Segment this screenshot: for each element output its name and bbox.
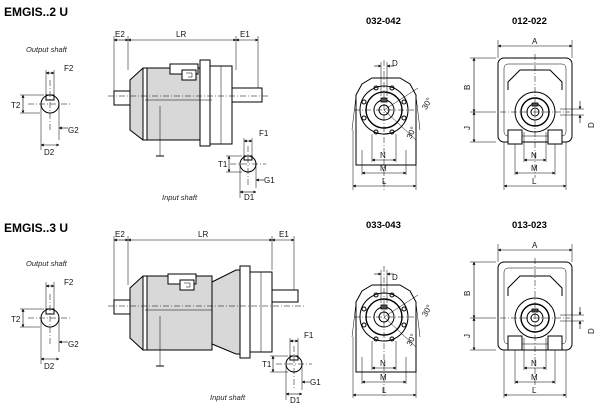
row-2-output-shaft-caption: Output shaft	[26, 259, 68, 268]
row-2-view-a-code: 033-043	[366, 220, 401, 231]
row-1-view-b-code: 012-022	[512, 16, 547, 27]
row-2-view-b-code: 013-023	[512, 220, 547, 231]
row-2-view-b-n-label: N	[531, 359, 537, 368]
row-1-f1-label: F1	[259, 129, 269, 138]
row-2-f2-label: F2	[64, 278, 74, 287]
row-1-lr-label: LR	[176, 30, 186, 39]
row-2-g2-label: G2	[68, 340, 79, 349]
row-2-view-a-angle-upper: 30°	[420, 303, 434, 318]
row-1-t1-label: T1	[218, 160, 228, 169]
row-1-input-shaft-detail: F1 T1 G1 D1	[218, 129, 275, 202]
row-2-output-shaft-detail: F2 T2 G2 D2	[11, 278, 79, 371]
row-1-input-shaft-caption: Input shaft	[162, 193, 198, 202]
row-1-view-b-n-label: N	[531, 151, 537, 160]
row-1-e2-label: E2	[115, 30, 125, 39]
row-2-view-a-m-label: M	[380, 373, 387, 382]
row-2-e2-label: E2	[115, 230, 125, 239]
row-2-d1-label: D1	[290, 396, 301, 405]
row-1-view-a-m-label: M	[380, 164, 387, 173]
row-2-input-shaft-detail: F1 T1 G1 D1	[262, 331, 321, 405]
row-2-e1-label: E1	[279, 230, 289, 239]
row-2-f1-label: F1	[304, 331, 314, 340]
row-2-input-shaft-caption: Input shaft	[210, 393, 246, 402]
row-1-e1-label: E1	[240, 30, 250, 39]
row-1-g2-label: G2	[68, 126, 79, 135]
row-2-view-a-d-label: D	[392, 273, 398, 282]
row-2-gearbox-side-view	[108, 265, 304, 367]
row-1-view-b-m-label: M	[531, 164, 538, 173]
row-1-g1-label: G1	[264, 176, 275, 185]
row-2-title: EMGIS..3 U	[4, 221, 68, 235]
row-1-d2-label: D2	[44, 148, 55, 157]
row-2-g1-label: G1	[310, 378, 321, 387]
row-2-view-b-m-label: M	[531, 373, 538, 382]
row-1-output-shaft-caption: Output shaft	[26, 45, 68, 54]
row-2-view-a: 033-043 30° 30° D	[351, 220, 434, 398]
row-2-t1-label: T1	[262, 360, 272, 369]
row-1-view-a-d-label: D	[392, 59, 398, 68]
row-1-length-dimensions: E2 LR E1	[113, 30, 259, 100]
row-1-view-b-d-label: D	[587, 122, 596, 128]
row-1: EMGIS..2 U Output shaft F2 T2 G2 D2	[4, 5, 596, 202]
row-1-view-b: 012-022 A B J	[463, 16, 596, 190]
row-2: EMGIS..3 U Output shaft F2 T2 G2 D2	[4, 220, 596, 405]
row-1-gearbox-side-view	[108, 59, 268, 157]
row-1-view-b-l-label: L	[532, 177, 537, 186]
row-1-view-b-j-label: J	[463, 126, 472, 130]
row-1-view-a: 032-042 30° 30° D	[351, 16, 434, 190]
row-2-length-dimensions: E2 LR E1	[113, 230, 295, 305]
row-2-view-a-n-label: N	[380, 359, 386, 368]
row-2-lr-label: LR	[198, 230, 208, 239]
row-2-view-b-l-label: L	[532, 386, 537, 395]
row-1-view-b-b-label: B	[463, 85, 472, 90]
row-1-view-b-a-label: A	[532, 37, 538, 46]
row-2-view-b-b-label: B	[463, 291, 472, 296]
row-1-view-a-n-label: N	[380, 151, 386, 160]
row-1-view-a-angle-upper: 30°	[420, 96, 434, 111]
row-1-title: EMGIS..2 U	[4, 5, 68, 19]
row-2-view-b: 013-023 A B J	[463, 220, 596, 398]
row-2-view-b-a-label: A	[532, 241, 538, 250]
row-2-view-a-l-label: L	[382, 386, 387, 395]
row-1-output-shaft-detail: F2 T2 G2 D2	[11, 64, 79, 157]
row-1-f2-label: F2	[64, 64, 74, 73]
row-2-view-b-j-label: J	[463, 334, 472, 338]
row-1-t2-label: T2	[11, 101, 21, 110]
row-1-d1-label: D1	[244, 193, 255, 202]
row-2-view-b-d-label: D	[587, 328, 596, 334]
row-2-d2-label: D2	[44, 362, 55, 371]
row-2-t2-label: T2	[11, 315, 21, 324]
row-1-view-a-l-label: L	[382, 177, 387, 186]
row-1-view-a-code: 032-042	[366, 16, 401, 27]
